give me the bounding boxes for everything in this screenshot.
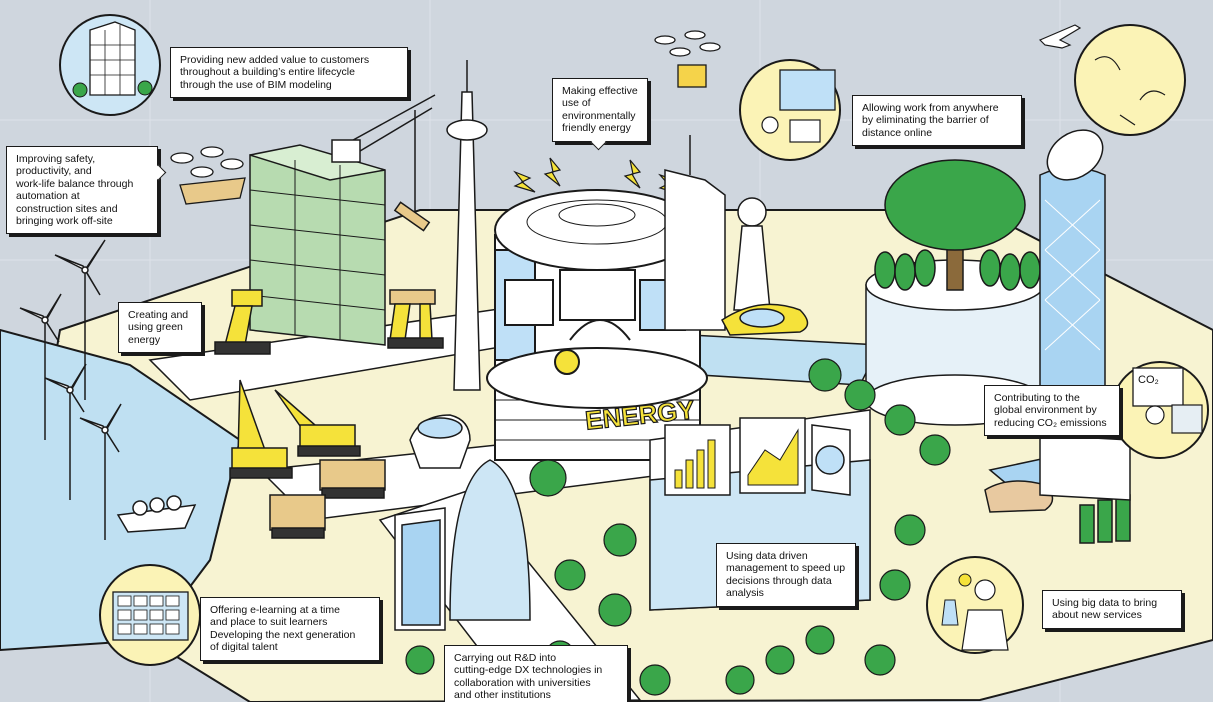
planet-icon (1074, 24, 1186, 136)
callout-safety: Improving safety, productivity, and work… (6, 146, 167, 235)
callout-co2-text: Contributing to the global environment b… (994, 392, 1107, 429)
tower-crane (331, 94, 436, 232)
callout-remote-work-text: Allowing work from anywhere by eliminati… (862, 102, 999, 139)
callout-co2: Contributing to the global environment b… (984, 385, 1120, 437)
autonomous-car (721, 303, 809, 336)
callout-green-energy: Creating and using green energy (118, 302, 202, 354)
callout-green-energy-text: Creating and using green energy (128, 309, 189, 346)
callout-big-data: Using big data to bring about new servic… (1042, 590, 1182, 629)
pod-car (409, 414, 471, 469)
rocket-tower (733, 197, 771, 311)
boat (116, 495, 197, 533)
callout-elearning-text: Offering e-learning at a time and place … (210, 604, 356, 654)
tv-tower (446, 60, 488, 391)
callout-bim: Providing new added value to customers t… (170, 47, 408, 99)
callout-remote-work: Allowing work from anywhere by eliminati… (852, 95, 1022, 147)
callout-effective-energy: Making effective use of environmentally … (552, 78, 648, 150)
elearning-icon (99, 564, 201, 666)
co2-monitor-icon (1111, 361, 1209, 459)
callout-bim-text: Providing new added value to customers t… (180, 54, 370, 91)
airplane-icon (1038, 24, 1082, 49)
river (0, 328, 242, 652)
remote-work-icon (739, 59, 841, 161)
round-glass-tower (394, 459, 531, 631)
delivery-drone-small (654, 30, 721, 88)
glass-tower (1039, 129, 1106, 401)
parking-area (984, 434, 1131, 544)
callout-data-driven-text: Using data driven management to speed up… (726, 550, 846, 600)
trees (340, 358, 951, 696)
construction-machines (214, 289, 444, 539)
delivery-drone (170, 146, 246, 205)
co2-label: CO₂ (1138, 374, 1159, 386)
scientist-icon (926, 556, 1024, 654)
callout-rnd-text: Carrying out R&D into cutting-edge DX te… (454, 652, 603, 702)
construction-building (249, 144, 386, 346)
garden-building (865, 159, 1046, 426)
wind-turbines (19, 239, 122, 540)
callout-effective-energy-text: Making effective use of environmentally … (562, 85, 638, 135)
office-tower (664, 135, 726, 331)
bim-building-icon (59, 14, 161, 116)
callout-safety-text: Improving safety, productivity, and work… (16, 153, 134, 227)
callout-data-driven: Using data driven management to speed up… (716, 543, 856, 607)
callout-rnd: Carrying out R&D into cutting-edge DX te… (444, 645, 628, 702)
callout-big-data-text: Using big data to bring about new servic… (1052, 597, 1158, 622)
callout-elearning: Offering e-learning at a time and place … (200, 597, 380, 661)
